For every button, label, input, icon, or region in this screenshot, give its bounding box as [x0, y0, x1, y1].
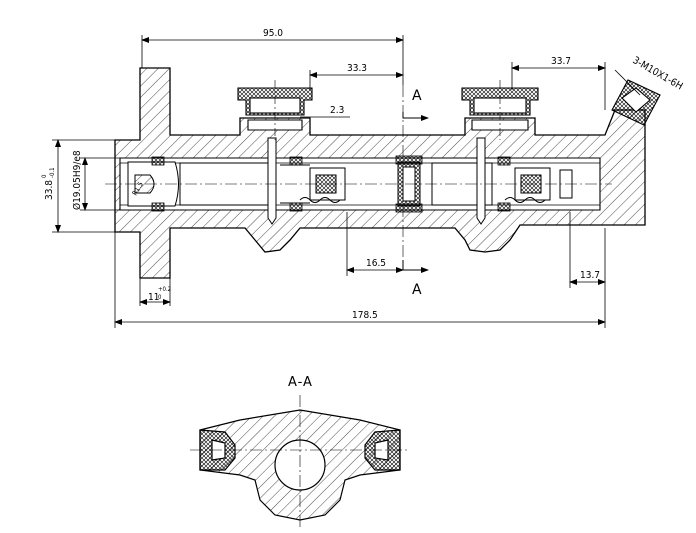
right-port	[461, 80, 539, 140]
dim-33-8-tol2: -0.1	[49, 167, 56, 178]
pins	[267, 137, 486, 225]
dim-11-tol: +0.2	[158, 286, 171, 293]
dim-178-5: 178.5	[352, 310, 378, 321]
dim-13-7: 13.7	[580, 270, 600, 281]
section-view-title: A-A	[288, 375, 313, 390]
left-port	[237, 80, 313, 140]
dim-33-3: 33.3	[347, 63, 367, 74]
seals	[151, 155, 511, 213]
dim-33-8-tol: 0	[41, 174, 48, 178]
dim-16-5: 16.5	[366, 258, 386, 269]
section-a-bottom-label: A	[412, 282, 422, 298]
section-a-top-label: A	[412, 88, 422, 104]
dim-11: 11	[148, 292, 159, 303]
dim-95: 95.0	[263, 28, 283, 39]
dim-33-8: 33.8	[44, 180, 55, 200]
dim-11-tol2: 0	[158, 294, 162, 301]
outlet-port	[611, 79, 661, 126]
dimension-lines	[52, 35, 641, 328]
dim-bore: Ø19.05H9/e8	[71, 150, 83, 210]
dim-33-7: 33.7	[551, 56, 571, 67]
dim-2-3: 2.3	[330, 105, 344, 116]
section-aa-centerlines	[190, 395, 410, 530]
